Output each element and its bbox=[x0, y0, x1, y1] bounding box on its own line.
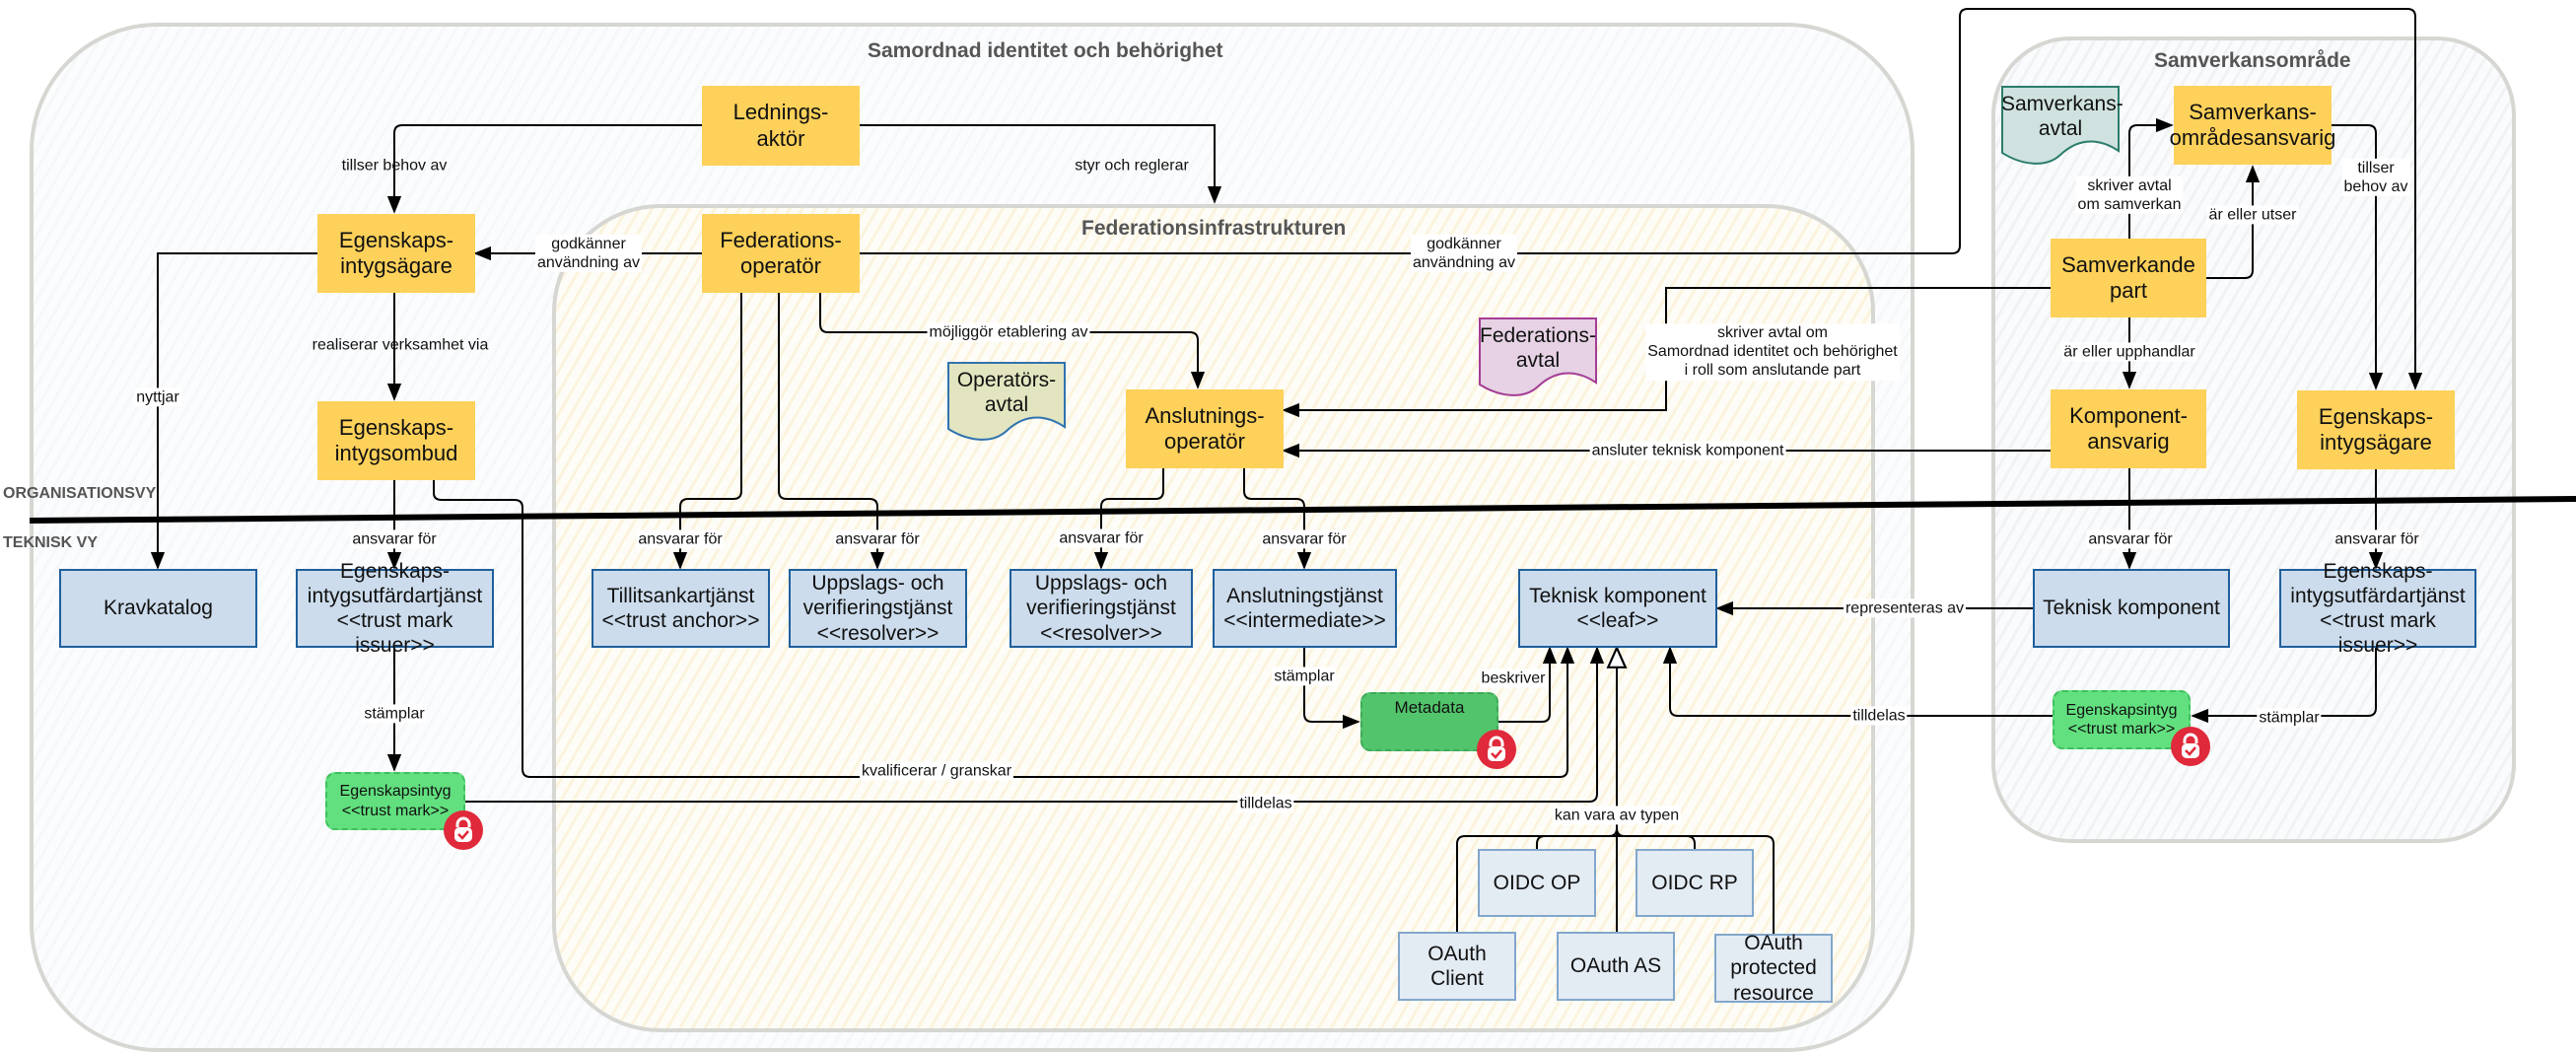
document-icon bbox=[1479, 317, 1597, 396]
edge-godkanner-right bbox=[858, 8, 2423, 390]
edge-label: styr och reglerar bbox=[1075, 157, 1189, 175]
node-oauth-client[interactable]: OAuth Client bbox=[1398, 932, 1516, 1001]
view-separator-line bbox=[29, 496, 2576, 524]
edge-tillser-behov-right bbox=[2332, 124, 2384, 390]
edge-anslop-uppslag2 bbox=[1093, 468, 1164, 570]
node-ledningsaktor[interactable]: Lednings- aktör bbox=[702, 86, 860, 166]
edge-label: representeras av bbox=[1843, 598, 1967, 618]
edge-label: tilldelas bbox=[1850, 706, 1908, 726]
edge-label: ansluter teknisk komponent bbox=[1589, 441, 1786, 460]
edge-label: är eller upphandlar bbox=[2061, 342, 2197, 362]
document-federationsavtal[interactable]: Federations- avtal bbox=[1479, 317, 1597, 396]
document-icon bbox=[947, 362, 1066, 441]
document-samverkansavtal[interactable]: Samverkans- avtal bbox=[2001, 86, 2123, 165]
view-label-technical: TEKNISK VY bbox=[3, 534, 99, 551]
edge-nyttjar bbox=[150, 252, 317, 570]
artifact-trust-mark-left[interactable]: Egenskapsintyg <<trust mark>> bbox=[325, 772, 465, 830]
edge-branch-oidc-op bbox=[1536, 835, 1617, 849]
edge-tilldelas-right bbox=[1662, 646, 2053, 717]
node-anslutningstjanst[interactable]: Anslutningstjänst <<intermediate>> bbox=[1213, 569, 1397, 648]
node-utfardartjanst-right[interactable]: Egenskaps- intygsutfärdartjänst <<trust … bbox=[2279, 560, 2476, 657]
edge-label: möjliggör etablering av bbox=[927, 322, 1090, 342]
document-label: Samverkans- avtal bbox=[2001, 93, 2123, 141]
node-egenskapsintygsombud[interactable]: Egenskaps- intygsombud bbox=[317, 401, 475, 480]
edge-branch-oauth-pr bbox=[1617, 835, 1775, 934]
edge-label: stämplar bbox=[1272, 667, 1337, 686]
edge-branch-oidc-rp bbox=[1616, 827, 1696, 849]
edge-ar-eller-utser bbox=[2206, 165, 2261, 279]
node-oauth-protected-resource[interactable]: OAuth protected resource bbox=[1714, 932, 1833, 1005]
edge-label: kvalificerar / granskar bbox=[859, 761, 1014, 781]
artifact-trust-mark-right[interactable]: Egenskapsintyg <<trust mark>> bbox=[2053, 690, 2191, 749]
node-anslutningsoperator[interactable]: Anslutnings- operatör bbox=[1126, 389, 1284, 468]
container-title-samordnad: Samordnad identitet och behörighet bbox=[868, 39, 1223, 62]
edge-tillser-behov bbox=[386, 124, 702, 214]
edge-label: ansvarar för bbox=[350, 529, 439, 549]
node-oidc-op[interactable]: OIDC OP bbox=[1478, 849, 1596, 917]
edge-anslop-anslutningstjanst bbox=[1243, 468, 1312, 570]
edge-label: godkänner användning av bbox=[534, 234, 643, 273]
view-label-organisation: ORGANISATIONSVY bbox=[3, 485, 157, 502]
node-utfardartjanst[interactable]: Egenskaps- intygsutfärdartjänst <<trust … bbox=[296, 560, 494, 657]
edge-stamplar-right bbox=[2191, 646, 2377, 724]
node-egenskapsintygsagare-right[interactable]: Egenskaps- intygsägare bbox=[2297, 390, 2455, 469]
edge-label: tillser behov av bbox=[2341, 158, 2410, 197]
node-samverkansomradesansvarig[interactable]: Samverkans- områdesansvarig bbox=[2170, 86, 2335, 165]
edge-label: ansvarar för bbox=[1260, 529, 1349, 549]
edge-label: ansvarar för bbox=[2332, 529, 2421, 549]
edge-tilldelas-left bbox=[465, 646, 1605, 803]
edge-label: tillser behov av bbox=[341, 157, 448, 175]
edge-label: ansvarar för bbox=[636, 529, 725, 549]
node-federationsoperator[interactable]: Federations- operatör bbox=[702, 214, 860, 293]
edge-label: ansvarar för bbox=[1057, 528, 1146, 548]
edge-label: tilldelas bbox=[1237, 794, 1294, 813]
edge-skriver-avtal-sam bbox=[2128, 117, 2174, 239]
lock-check-icon bbox=[1477, 730, 1516, 769]
node-oidc-rp[interactable]: OIDC RP bbox=[1636, 849, 1754, 917]
lock-check-icon bbox=[444, 810, 483, 850]
edge-label: beskriver bbox=[1479, 668, 1548, 688]
node-komponentansvarig[interactable]: Komponent- ansvarig bbox=[2051, 389, 2206, 468]
node-tillitsankartjanst[interactable]: Tillitsankartjänst <<trust anchor>> bbox=[592, 569, 770, 648]
lock-check-icon bbox=[2171, 727, 2210, 766]
container-title-samverkan: Samverkansområde bbox=[2154, 49, 2351, 72]
document-label: Operatörs- avtal bbox=[956, 369, 1057, 417]
node-samverkande-part[interactable]: Samverkande part bbox=[2051, 239, 2206, 317]
artifact-metadata[interactable]: Metadata bbox=[1360, 692, 1498, 751]
edge-label: kan vara av typen bbox=[1552, 806, 1682, 825]
document-label: Federations- avtal bbox=[1480, 324, 1596, 373]
node-uppslagstjanst-2[interactable]: Uppslags- och verifieringstjänst <<resol… bbox=[1010, 569, 1193, 648]
document-operatorsavtal[interactable]: Operatörs- avtal bbox=[947, 362, 1066, 441]
node-uppslagstjanst-1[interactable]: Uppslags- och verifieringstjänst <<resol… bbox=[789, 569, 967, 648]
edge-label: skriver avtal om Samordnad identitet och… bbox=[1645, 323, 1900, 381]
edge-branch-oauth-client bbox=[1456, 827, 1618, 932]
edge-beskriver bbox=[1498, 646, 1558, 723]
edge-stamplar-mid bbox=[1303, 646, 1360, 730]
node-egenskapsintygsagare[interactable]: Egenskaps- intygsägare bbox=[317, 214, 475, 293]
edge-fedop-tillitsankar bbox=[672, 293, 742, 570]
edge-label: godkänner användning av bbox=[1410, 234, 1518, 273]
document-icon bbox=[2001, 86, 2120, 165]
edge-label: stämplar bbox=[2257, 708, 2322, 728]
edge-label: är eller utser bbox=[2206, 205, 2299, 225]
edge-label: skriver avtal om samverkan bbox=[2075, 176, 2184, 215]
node-teknisk-komponent-leaf[interactable]: Teknisk komponent <<leaf>> bbox=[1518, 569, 1717, 648]
edge-label: ansvarar för bbox=[2086, 529, 2175, 549]
edge-label: realiserar verksamhet via bbox=[312, 336, 489, 354]
edge-styr-reglerar bbox=[858, 124, 1222, 204]
edge-label: nyttjar bbox=[134, 387, 181, 407]
edge-label: stämplar bbox=[362, 704, 427, 724]
edge-kvalificerar bbox=[433, 480, 1575, 778]
container-title-federation: Federationsinfrastrukturen bbox=[1081, 217, 1347, 240]
edge-fedop-uppslag1 bbox=[778, 293, 885, 570]
node-kravkatalog[interactable]: Kravkatalog bbox=[59, 569, 257, 648]
edge-label: ansvarar för bbox=[833, 529, 922, 549]
node-teknisk-komponent-right[interactable]: Teknisk komponent bbox=[2033, 569, 2230, 648]
node-oauth-as[interactable]: OAuth AS bbox=[1557, 932, 1675, 1001]
